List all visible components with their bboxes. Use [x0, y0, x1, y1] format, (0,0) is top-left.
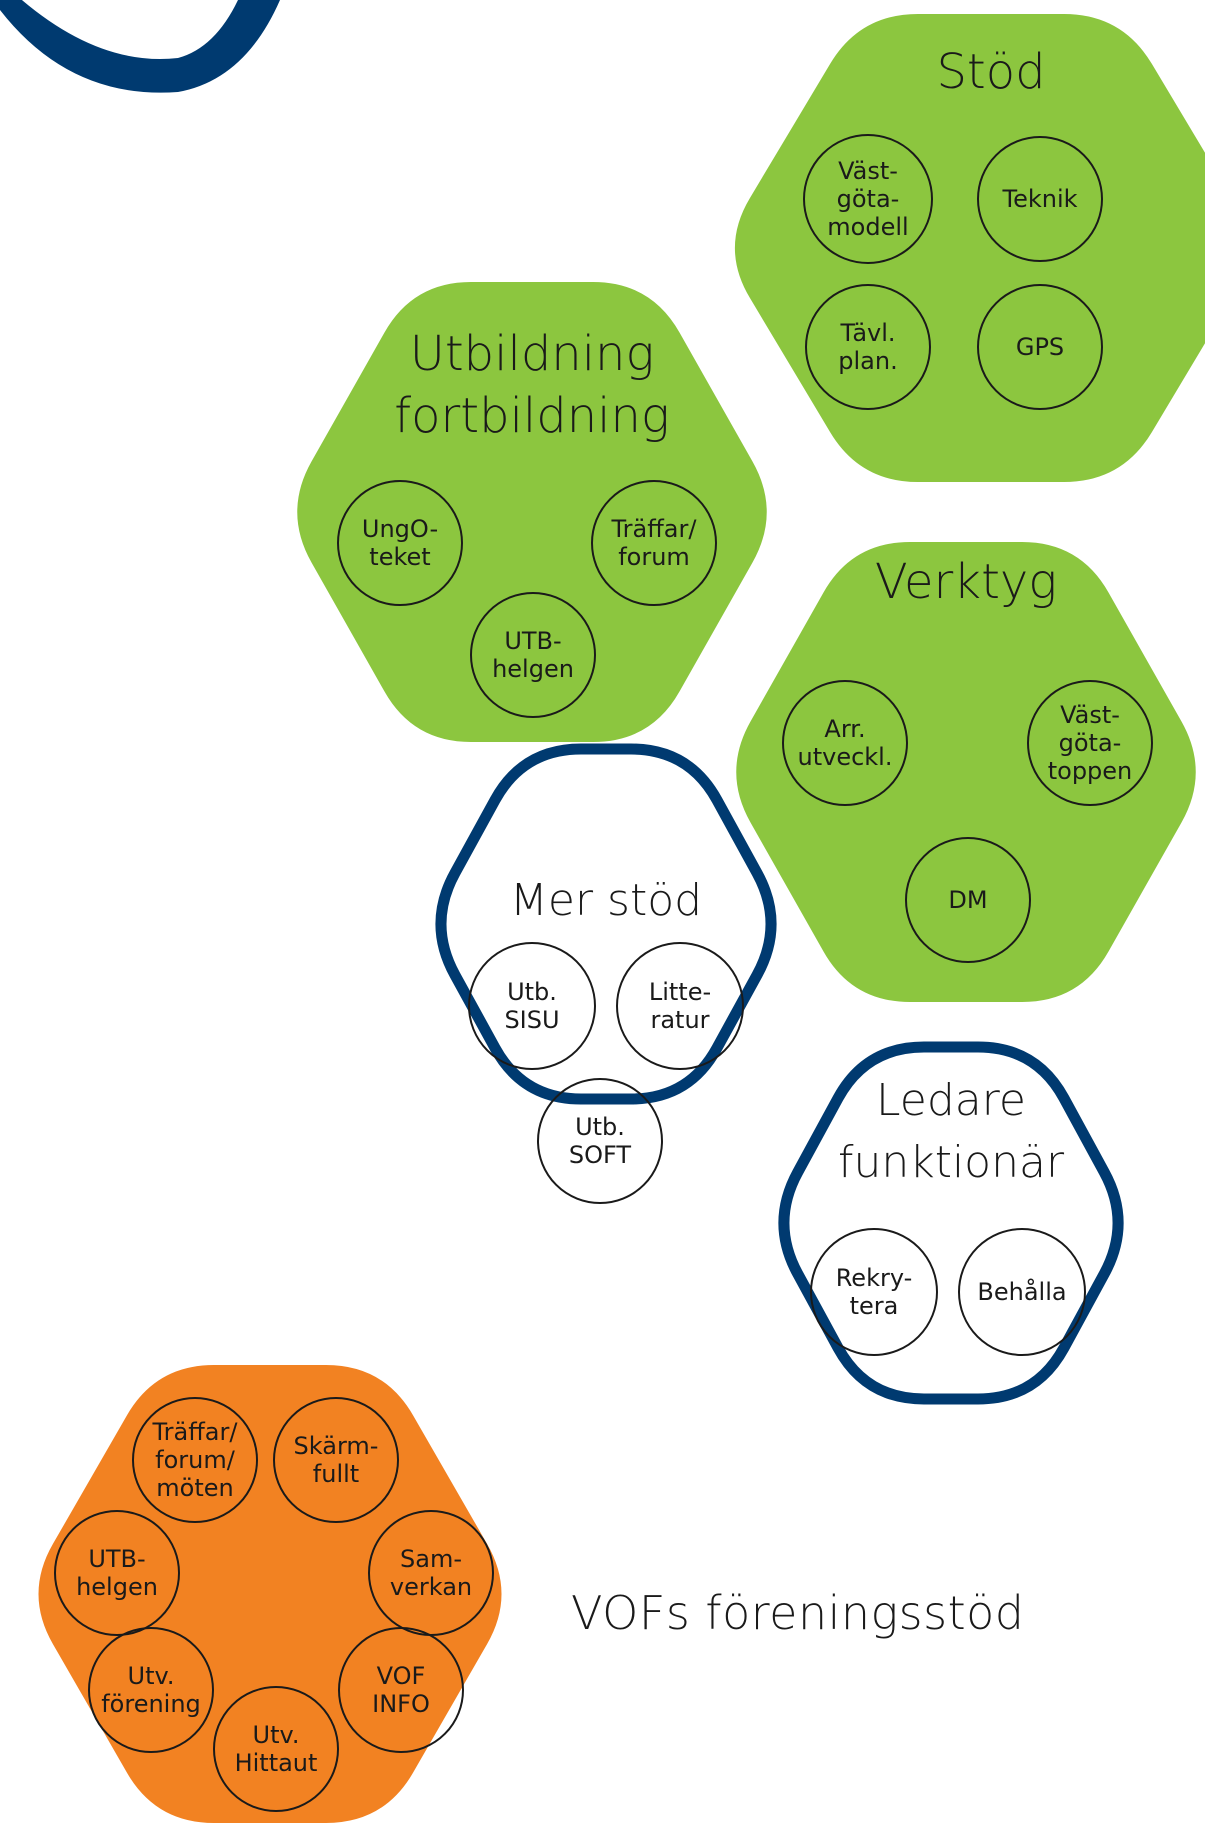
node-vof: Utv.Hittaut	[213, 1686, 339, 1812]
node-utbildning: UngO-teket	[337, 480, 463, 606]
node-circle	[977, 136, 1103, 262]
node-vof: UTB-helgen	[54, 1510, 180, 1636]
node-label: Väst-göta-toppen	[1048, 701, 1133, 785]
node-label: Utv.Hittaut	[235, 1721, 318, 1777]
node-label: UngO-teket	[362, 515, 438, 571]
node-stod: Väst-göta-modell	[803, 134, 933, 264]
node-stod: Tävl.plan.	[805, 284, 931, 410]
node-label: Skärm-fullt	[294, 1432, 379, 1488]
node-circle	[213, 1686, 339, 1812]
node-circle	[470, 592, 596, 718]
hexagon-mer-stod	[435, 743, 777, 1105]
node-label: Utb.SISU	[504, 978, 559, 1034]
hexagon-stod	[735, 14, 1205, 482]
node-label: Tävl.plan.	[838, 319, 897, 375]
group-title-utbildning: fortbildning	[394, 388, 669, 444]
node-mer-stod: Utb.SISU	[468, 942, 596, 1070]
node-circle	[54, 1510, 180, 1636]
node-label: Arr.utveckl.	[798, 715, 893, 771]
group-title-utbildning: Utbildning	[410, 326, 655, 382]
node-mer-stod: Utb.SOFT	[537, 1078, 663, 1204]
node-circle	[782, 680, 908, 806]
node-label: UTB-helgen	[76, 1545, 158, 1601]
node-label: Träffar/forum	[611, 515, 698, 571]
node-circle	[905, 837, 1031, 963]
node-circle	[803, 134, 933, 264]
node-verktyg: Väst-göta-toppen	[1027, 680, 1153, 806]
node-label: DM	[948, 886, 987, 914]
node-label: UTB-helgen	[492, 627, 574, 683]
node-label: Behålla	[977, 1277, 1066, 1306]
node-vof: Utv.förening	[88, 1627, 214, 1753]
node-ledare: Behålla	[958, 1228, 1086, 1356]
node-label: Väst-göta-modell	[827, 157, 908, 241]
node-verktyg: DM	[905, 837, 1031, 963]
node-label: Litte-ratur	[649, 978, 711, 1034]
node-vof: Skärm-fullt	[273, 1397, 399, 1523]
hexagon-utbildning	[297, 282, 767, 742]
node-utbildning: Träffar/forum	[591, 480, 717, 606]
node-verktyg: Arr.utveckl.	[782, 680, 908, 806]
node-label: Rekry-tera	[836, 1264, 913, 1320]
node-circle	[337, 480, 463, 606]
group-title-mer-stod: Mer stöd	[510, 875, 702, 926]
group-title-ledare: Ledare	[876, 1075, 1026, 1126]
node-label: Träffar/forum/möten	[152, 1418, 239, 1502]
node-label: Teknik	[1001, 185, 1077, 213]
hexagon-vof	[38, 1365, 502, 1823]
node-circle	[132, 1397, 258, 1523]
node-circle	[958, 1228, 1086, 1356]
node-mer-stod: Litte-ratur	[616, 942, 744, 1070]
node-stod: GPS	[977, 284, 1103, 410]
node-circle	[273, 1397, 399, 1523]
group-title-stod: Stöd	[936, 44, 1045, 100]
node-circle	[805, 284, 931, 410]
node-ledare: Rekry-tera	[810, 1228, 938, 1356]
node-circle	[616, 942, 744, 1070]
node-circle	[591, 480, 717, 606]
node-utbildning: UTB-helgen	[470, 592, 596, 718]
node-label: Sam-verkan	[390, 1545, 472, 1601]
node-vof: Träffar/forum/möten	[132, 1397, 258, 1523]
node-label: Utv.förening	[101, 1662, 201, 1718]
node-circle	[810, 1228, 938, 1356]
node-circle	[1027, 680, 1153, 806]
node-circle	[88, 1627, 214, 1753]
node-label: GPS	[1016, 333, 1064, 361]
hexagon-ledare	[778, 1041, 1124, 1405]
group-title-verktyg: Verktyg	[875, 554, 1057, 610]
diagram-caption: VOFs föreningsstöd	[571, 1586, 1025, 1640]
node-stod: Teknik	[977, 136, 1103, 262]
group-title-ledare: funktionär	[838, 1137, 1065, 1188]
hexagon-verktyg	[736, 542, 1196, 1002]
node-circle	[977, 284, 1103, 410]
group-vof: Träffar/forum/möten Skärm-fulltUTB-helgen…	[38, 1365, 502, 1823]
node-circle	[338, 1627, 464, 1753]
logo-arc-icon	[0, 0, 280, 93]
node-circle	[468, 942, 596, 1070]
node-circle	[537, 1078, 663, 1204]
node-label: Utb.SOFT	[569, 1113, 632, 1169]
